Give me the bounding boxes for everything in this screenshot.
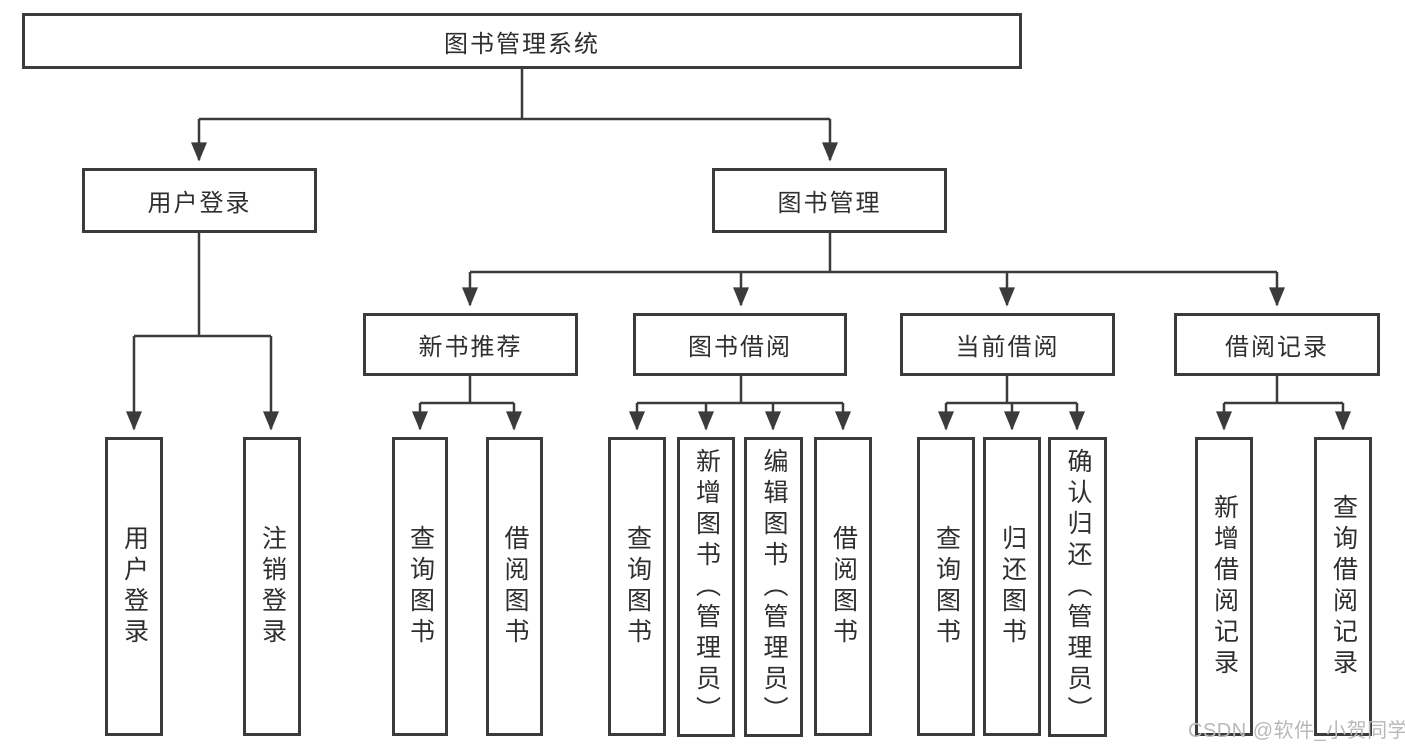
node-root-library-system: 图书管理系统 bbox=[22, 13, 1022, 69]
node-book-borrow-label: 图书借阅 bbox=[688, 334, 792, 361]
leaf-add-book-admin-label: 新增图书（管理员） bbox=[692, 447, 721, 727]
leaf-return-book-label: 归还图书 bbox=[998, 524, 1027, 649]
leaf-user-login-label: 用户登录 bbox=[120, 524, 149, 649]
leaf-borrow-borrow-book-label: 借阅图书 bbox=[829, 524, 858, 649]
leaf-newbook-query-book-label: 查询图书 bbox=[406, 524, 435, 649]
leaf-query-borrow-record: 查询借阅记录 bbox=[1314, 437, 1372, 736]
leaf-borrow-query-book-label: 查询图书 bbox=[623, 524, 652, 649]
leaf-logout: 注销登录 bbox=[243, 437, 301, 736]
leaf-logout-label: 注销登录 bbox=[258, 524, 287, 649]
leaf-edit-book-admin: 编辑图书（管理员） bbox=[744, 437, 803, 737]
leaf-newbook-borrow-book-label: 借阅图书 bbox=[501, 524, 529, 649]
leaf-borrow-query-book: 查询图书 bbox=[608, 437, 666, 736]
leaf-return-book: 归还图书 bbox=[983, 437, 1041, 736]
leaf-current-query-book-label: 查询图书 bbox=[932, 524, 961, 649]
node-root-label: 图书管理系统 bbox=[444, 30, 600, 58]
leaf-add-book-admin: 新增图书（管理员） bbox=[677, 437, 735, 737]
node-borrow-record-label: 借阅记录 bbox=[1225, 334, 1329, 361]
leaf-edit-book-admin-label: 编辑图书（管理员） bbox=[760, 447, 788, 727]
node-new-book-recommend: 新书推荐 bbox=[363, 313, 578, 376]
csdn-watermark: CSDN @软件_小贺同学 bbox=[1188, 720, 1405, 742]
leaf-user-login: 用户登录 bbox=[105, 437, 163, 736]
node-new-book-recommend-label: 新书推荐 bbox=[418, 334, 523, 361]
leaf-newbook-query-book: 查询图书 bbox=[392, 437, 448, 736]
leaf-add-borrow-record: 新增借阅记录 bbox=[1195, 437, 1253, 736]
node-user-login: 用户登录 bbox=[82, 168, 317, 233]
node-book-management: 图书管理 bbox=[712, 168, 947, 233]
leaf-query-borrow-record-label: 查询借阅记录 bbox=[1329, 493, 1358, 680]
node-book-management-label: 图书管理 bbox=[777, 190, 882, 217]
node-borrow-record: 借阅记录 bbox=[1174, 313, 1380, 376]
node-book-borrow: 图书借阅 bbox=[633, 313, 847, 376]
node-user-login-label: 用户登录 bbox=[147, 190, 252, 217]
leaf-confirm-return-admin: 确认归还（管理员） bbox=[1048, 437, 1107, 737]
leaf-confirm-return-admin-label: 确认归还（管理员） bbox=[1064, 447, 1092, 727]
leaf-borrow-borrow-book: 借阅图书 bbox=[814, 437, 872, 736]
leaf-newbook-borrow-book: 借阅图书 bbox=[486, 437, 543, 736]
node-current-borrow-label: 当前借阅 bbox=[955, 334, 1060, 361]
node-current-borrow: 当前借阅 bbox=[900, 313, 1115, 376]
leaf-add-borrow-record-label: 新增借阅记录 bbox=[1210, 493, 1239, 680]
leaf-current-query-book: 查询图书 bbox=[917, 437, 975, 736]
